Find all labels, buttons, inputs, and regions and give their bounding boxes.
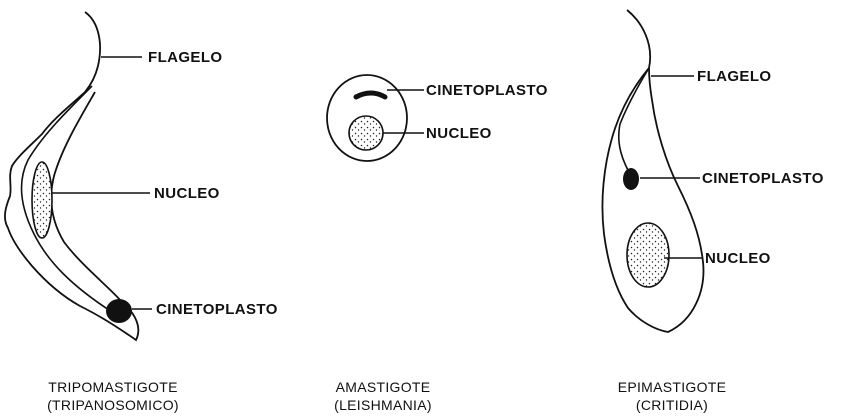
cinetoplasto-label: CINETOPLASTO: [426, 82, 548, 99]
epimastigote-caption: EPIMASTIGOTE: [618, 379, 727, 395]
tripomastigote-caption-sub: (TRIPANOSOMICO): [47, 397, 179, 413]
epimastigote: FLAGELO CINETOPLASTO NUCLEO EPIMASTIGOTE…: [602, 10, 823, 413]
tripomastigote-kinetoplast: [106, 299, 132, 323]
nucleo-label: NUCLEO: [154, 185, 220, 202]
epimastigote-nucleus: [627, 223, 669, 287]
amastigote-nucleus: [349, 116, 383, 150]
amastigote-caption: AMASTIGOTE: [336, 379, 431, 395]
amastigote: CINETOPLASTO NUCLEO AMASTIGOTE (LEISHMAN…: [327, 75, 548, 413]
amastigote-caption-sub: (LEISHMANIA): [334, 397, 432, 413]
nucleo-label: NUCLEO: [426, 125, 492, 142]
nucleo-label: NUCLEO: [705, 250, 771, 267]
amastigote-kinetoplast: [356, 93, 385, 97]
tripomastigote-caption: TRIPOMASTIGOTE: [48, 379, 177, 395]
flagelo-label: FLAGELO: [697, 68, 771, 85]
tripomastigote-flagellum: [85, 12, 100, 92]
flagelo-label: FLAGELO: [148, 49, 222, 66]
epimastigote-kinetoplast: [623, 168, 639, 190]
cinetoplasto-label: CINETOPLASTO: [156, 301, 278, 318]
cinetoplasto-label: CINETOPLASTO: [702, 170, 824, 187]
epimastigote-body: [602, 68, 703, 332]
epimastigote-flagellum: [627, 10, 650, 68]
epimastigote-caption-sub: (CRITIDIA): [636, 397, 708, 413]
tripomastigote: FLAGELO NUCLEO CINETOPLASTO TRIPOMASTIGO…: [5, 12, 278, 413]
tripomastigote-nucleus: [32, 162, 52, 238]
epimastigote-undulating-membrane: [619, 68, 649, 178]
